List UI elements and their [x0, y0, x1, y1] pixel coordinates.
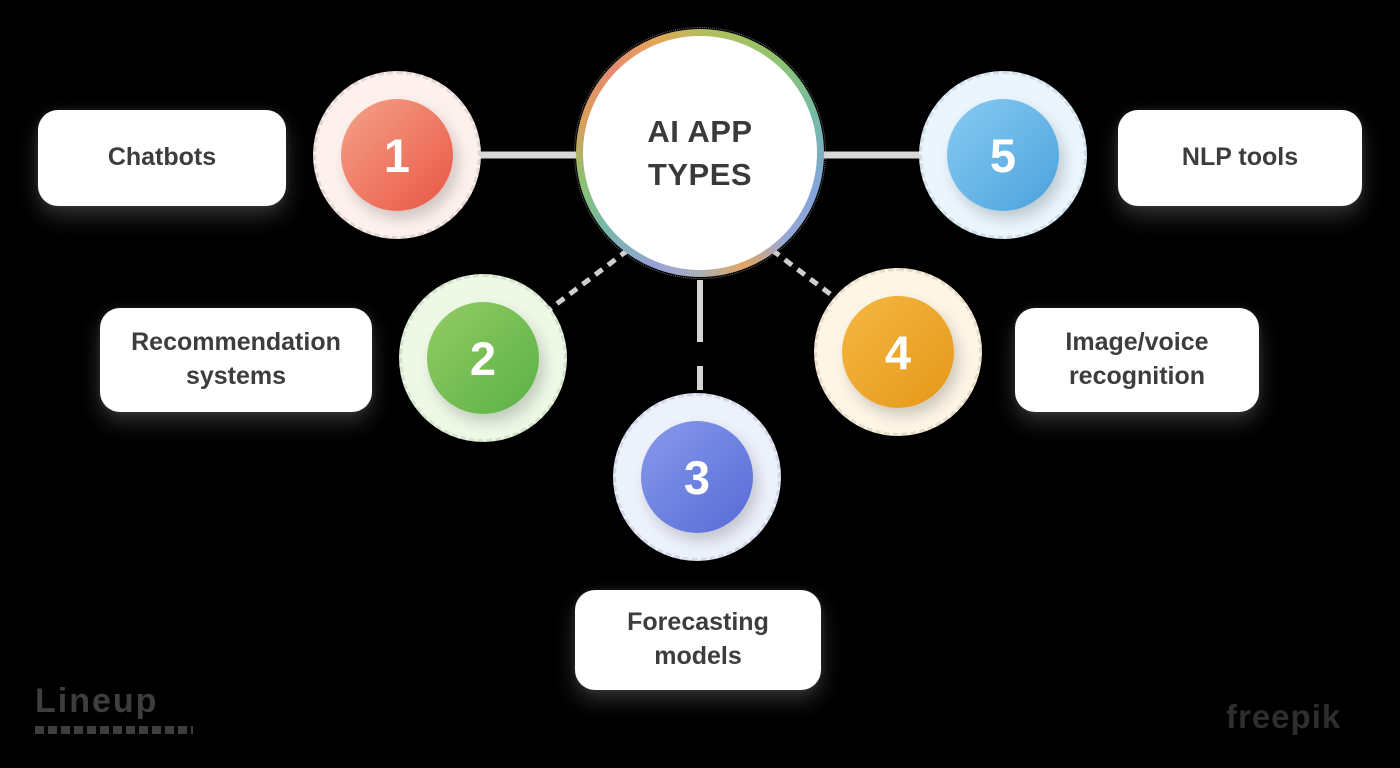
- node-core-5: 5: [947, 99, 1059, 211]
- central-hub-inner: AI APP TYPES: [583, 36, 817, 270]
- label-box-image-voice-recognition: Image/voice recognition: [1015, 308, 1259, 412]
- watermark-logo-text: Lineup: [35, 682, 159, 720]
- hub-title-line2: TYPES: [647, 157, 753, 192]
- node-number-4: 4: [884, 325, 912, 379]
- central-hub-circle: AI APP TYPES: [574, 27, 826, 279]
- label-box-recommendation-systems: Recommendation systems: [100, 308, 372, 412]
- watermark-logo: Lineup: [35, 684, 193, 734]
- node-circle-1: 1: [313, 71, 481, 239]
- hub-title: AI APP TYPES: [647, 110, 752, 197]
- node-number-3: 3: [683, 450, 711, 504]
- node-number-2: 2: [469, 331, 497, 385]
- node-circle-2: 2: [399, 274, 567, 442]
- label-box-forecasting-models: Forecasting models: [575, 590, 821, 690]
- label-box-nlp-tools: NLP tools: [1118, 110, 1362, 206]
- watermark-credit-text: freepik: [1226, 698, 1342, 735]
- node-core-2: 2: [427, 302, 539, 414]
- node-core-4: 4: [842, 296, 954, 408]
- hub-title-line1: AI APP: [647, 113, 753, 149]
- node-core-3: 3: [641, 421, 753, 533]
- watermark-logo-tagline-bar: [35, 726, 193, 734]
- label-box-chatbots: Chatbots: [38, 110, 286, 206]
- node-core-1: 1: [341, 99, 453, 211]
- node-number-5: 5: [989, 128, 1017, 182]
- node-circle-5: 5: [919, 71, 1087, 239]
- node-circle-3: 3: [613, 393, 781, 561]
- node-number-1: 1: [383, 128, 411, 182]
- node-circle-4: 4: [814, 268, 982, 436]
- connector-hub-to-node2: [544, 248, 630, 314]
